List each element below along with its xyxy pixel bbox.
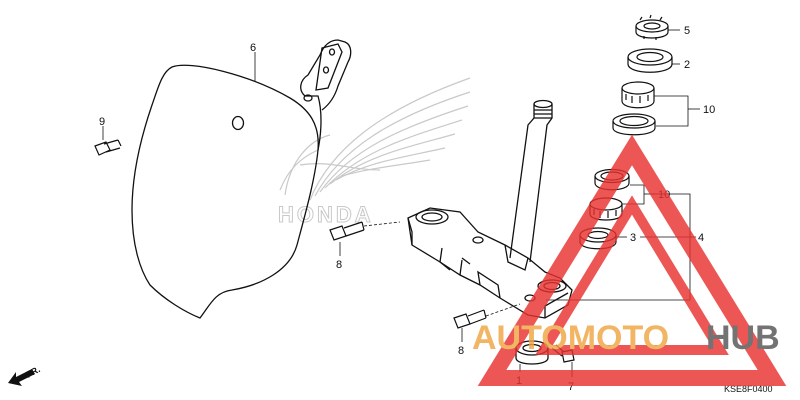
bolt-part-8-lower [453,309,487,329]
front-direction-arrow: FR. [8,364,42,386]
callout-10-upper: 10 [703,104,715,116]
locknut-part-5 [635,14,669,40]
callout-7: 7 [568,381,574,393]
honda-wordmark: HONDA [278,202,374,228]
watermark-brand-left: AUTOMOTO [472,319,669,357]
callout-8-upper: 8 [336,259,342,271]
bearing-upper-part-10 [612,81,656,136]
bolt-part-8-upper [329,221,365,241]
callout-9: 9 [99,116,105,128]
bolt-part-9 [94,139,122,156]
watermark-brand-right: HUB [706,319,780,357]
svg-text:HONDA: HONDA [278,202,374,227]
honda-wing-logo [279,77,471,201]
callout-5: 5 [684,25,690,37]
callout-4: 4 [698,232,704,244]
watermark-logo: AUTOMOTO HUB [472,134,787,386]
callout-2: 2 [684,59,690,71]
diagram-code: KSE8F0400 [724,384,773,394]
steering-stem [407,99,573,319]
callout-3: 3 [630,232,636,244]
callout-8-lower: 8 [458,345,464,357]
number-plate [131,39,352,319]
dust-seal-part-2 [627,48,673,73]
direction-label: FR. [24,364,41,380]
callout-6: 6 [250,42,256,54]
